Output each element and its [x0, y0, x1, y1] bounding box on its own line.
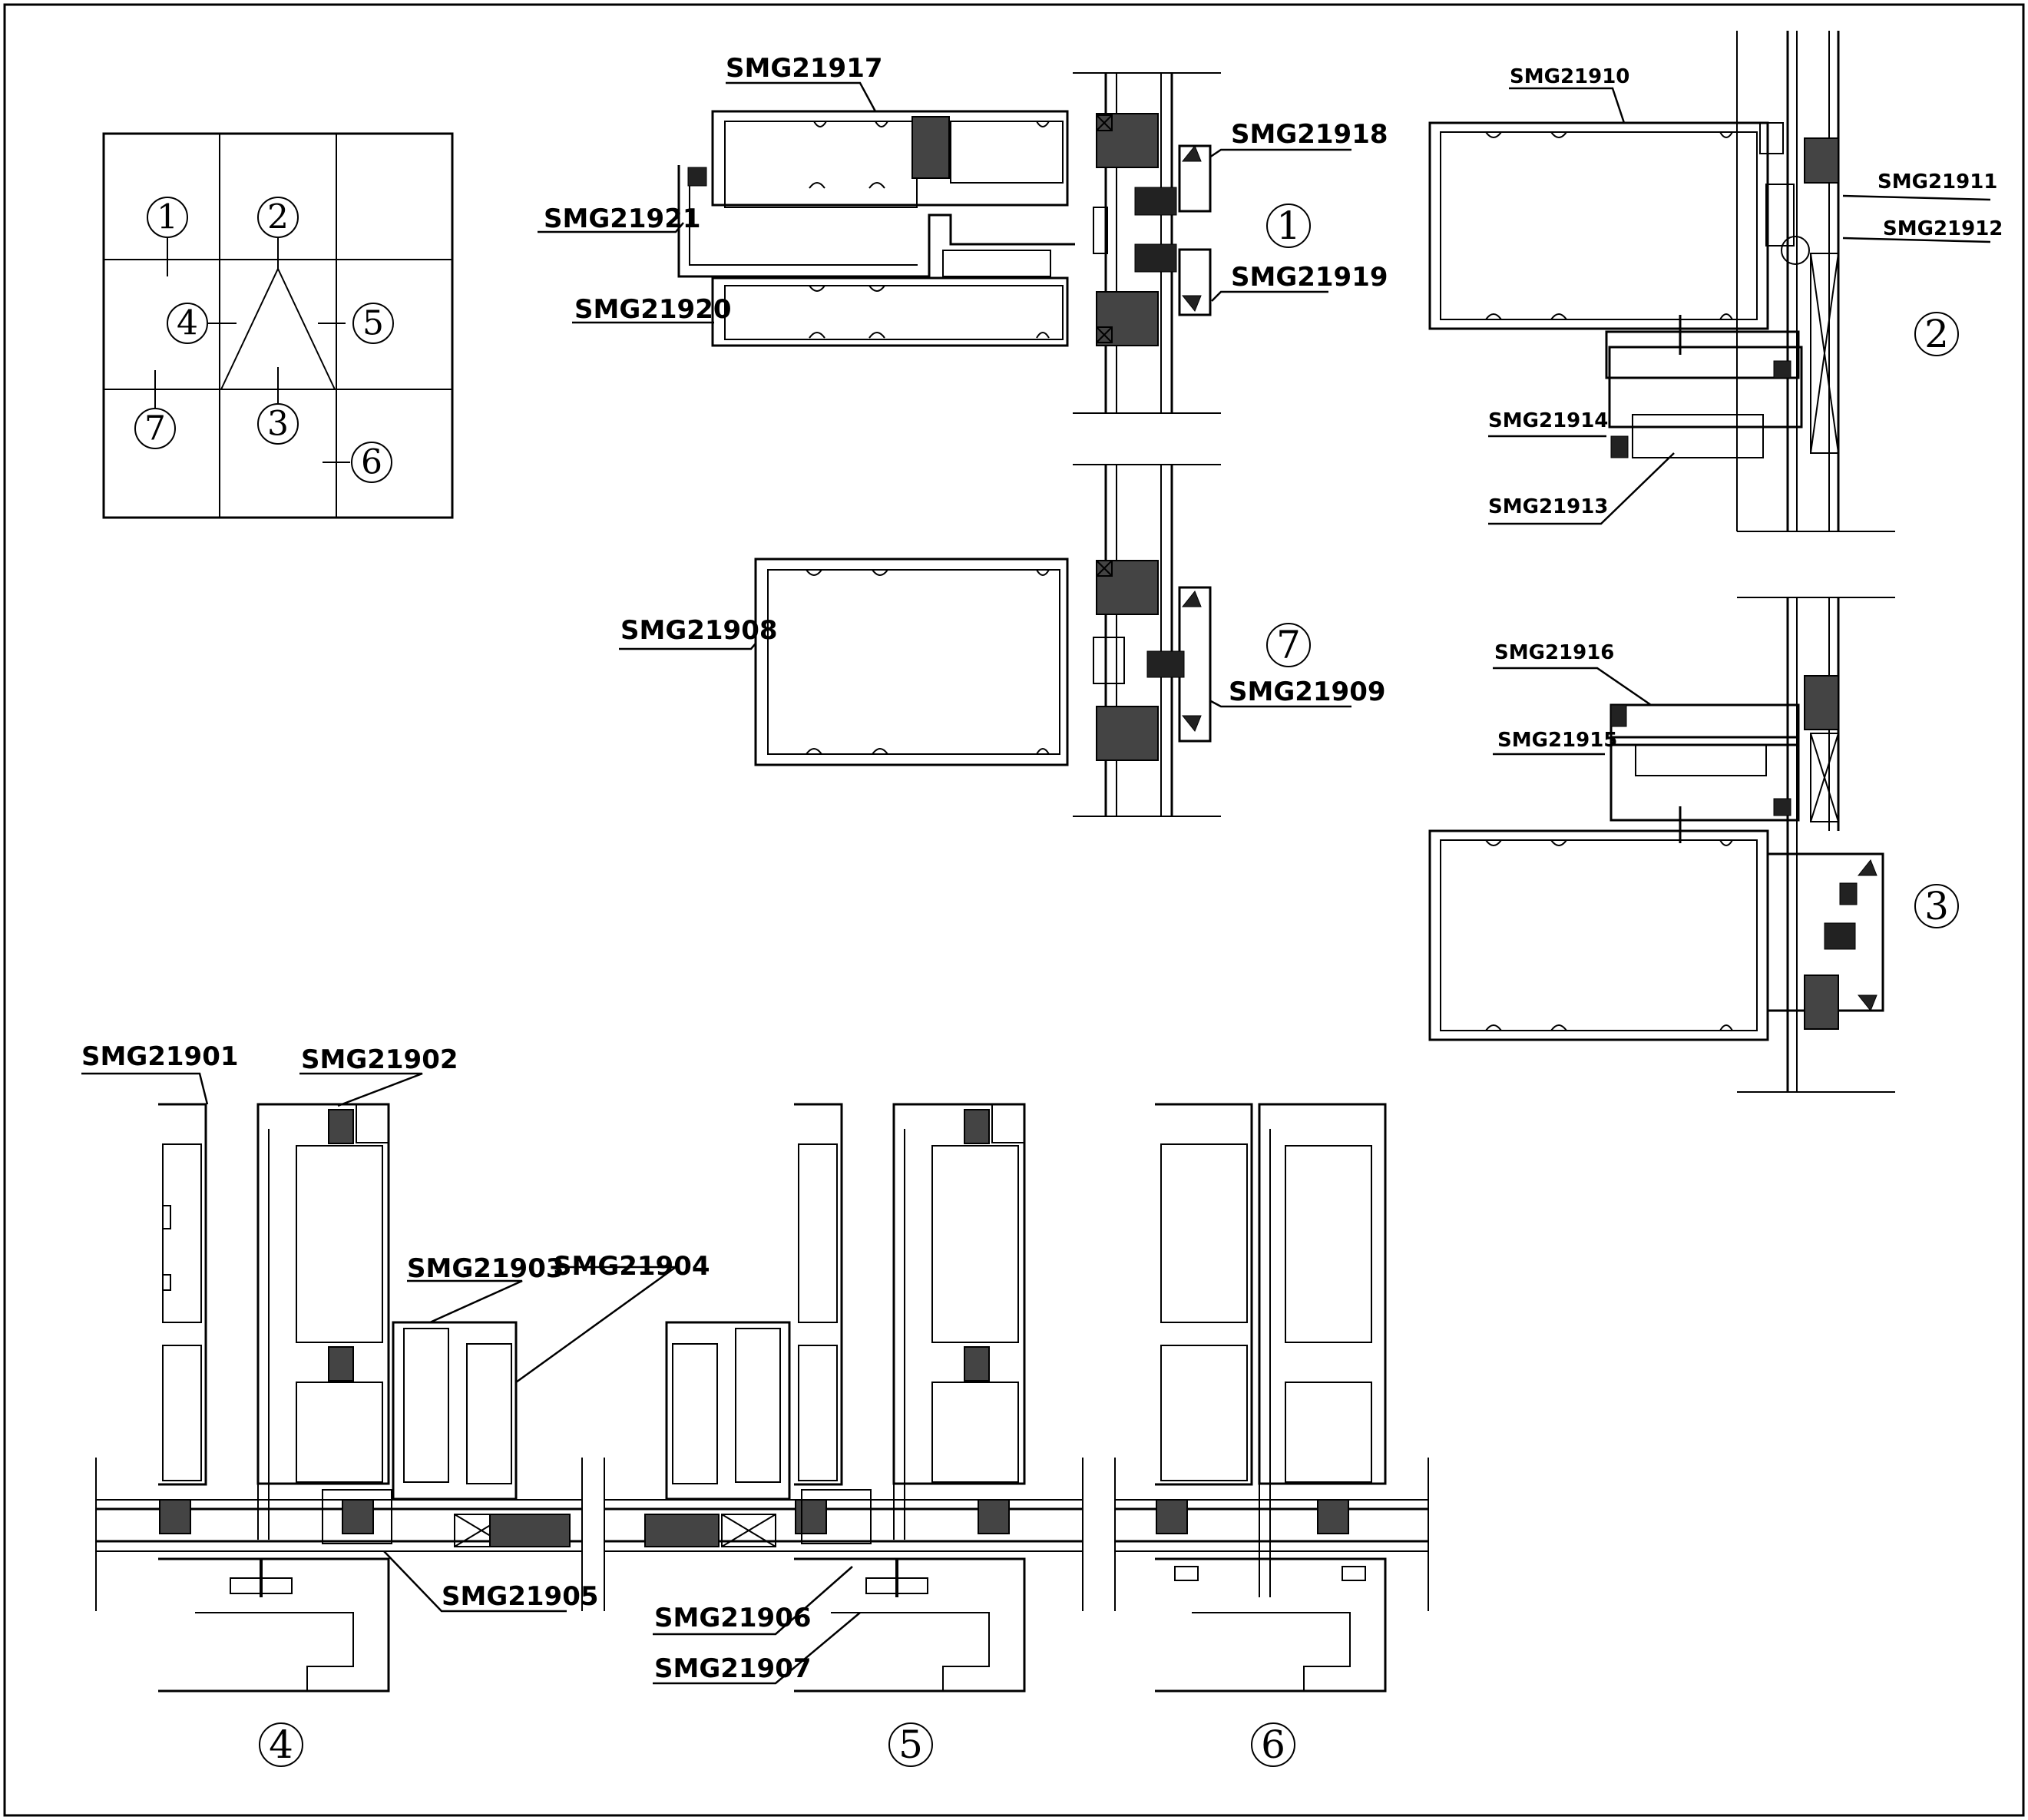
detail-marker-2: 2: [1924, 312, 1949, 356]
key-marker-2: 2: [267, 198, 289, 237]
label-SMG21912: SMG21912: [1883, 217, 2003, 240]
key-marker-6: 6: [361, 443, 382, 482]
label-SMG21903: SMG21903: [407, 1253, 564, 1284]
key-marker-7: 7: [144, 409, 166, 448]
label-SMG21920: SMG21920: [574, 294, 732, 325]
detail-7: SMG21908 SMG21909 7: [619, 464, 1386, 817]
label-SMG21918: SMG21918: [1231, 119, 1388, 150]
label-SMG21911: SMG21911: [1877, 170, 1997, 194]
detail-3: SMG21916 SMG21915 3: [1428, 597, 1959, 1093]
label-SMG21914: SMG21914: [1488, 409, 1608, 432]
detail-marker-4: 4: [269, 1722, 293, 1767]
key-plan: 1 2 4 5 3 7 6: [102, 132, 454, 519]
detail-2: SMG21910 SMG21911 SMG21912 SMG21914 SMG2…: [1428, 31, 2003, 532]
key-marker-1: 1: [157, 198, 178, 237]
label-SMG21902: SMG21902: [301, 1044, 458, 1075]
detail-marker-1: 1: [1276, 204, 1301, 248]
label-SMG21901: SMG21901: [81, 1041, 239, 1072]
detail-4: SMG21901 SMG21902 SMG21903 SMG21904 SMG2…: [81, 1041, 710, 1767]
detail-marker-6: 6: [1261, 1722, 1285, 1767]
label-SMG21905: SMG21905: [442, 1581, 599, 1612]
label-SMG21919: SMG21919: [1231, 262, 1388, 293]
label-SMG21909: SMG21909: [1229, 677, 1386, 707]
key-marker-4: 4: [177, 304, 198, 343]
label-SMG21904: SMG21904: [553, 1251, 710, 1282]
label-SMG21913: SMG21913: [1488, 495, 1608, 518]
label-SMG21907: SMG21907: [654, 1653, 812, 1684]
detail-6: 6: [1114, 1103, 1429, 1767]
detail-1: SMG21917 SMG21921 SMG21920 SMG21918 SMG2…: [538, 53, 1388, 414]
label-SMG21906: SMG21906: [654, 1603, 812, 1633]
label-SMG21917: SMG21917: [726, 53, 883, 84]
sheet-border: [3, 3, 2025, 1817]
label-SMG21921: SMG21921: [544, 204, 701, 234]
label-SMG21915: SMG21915: [1497, 729, 1617, 752]
detail-5: SMG21906 SMG21907 5: [604, 1103, 1083, 1767]
label-SMG21916: SMG21916: [1494, 641, 1614, 664]
detail-marker-3: 3: [1924, 884, 1949, 928]
detail-marker-5: 5: [898, 1722, 923, 1767]
detail-marker-7: 7: [1276, 623, 1301, 667]
label-SMG21908: SMG21908: [620, 615, 778, 646]
label-SMG21910: SMG21910: [1510, 65, 1629, 88]
key-marker-5: 5: [362, 304, 384, 343]
key-marker-3: 3: [267, 405, 289, 444]
